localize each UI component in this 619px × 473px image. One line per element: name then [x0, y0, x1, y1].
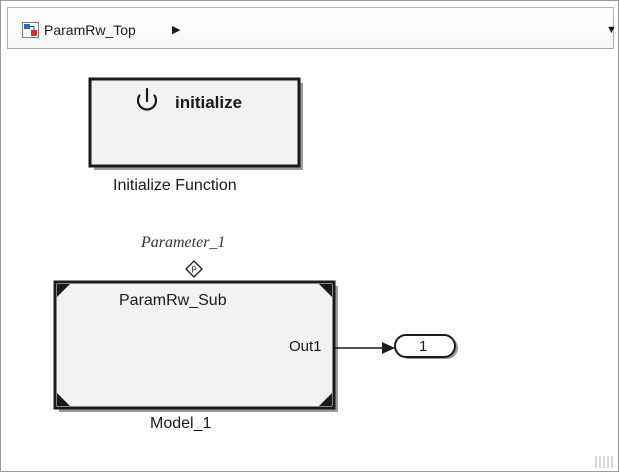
signal-line[interactable] — [335, 342, 395, 354]
model-block-caption[interactable]: Model_1 — [150, 415, 212, 432]
parameter-port[interactable]: P — [185, 260, 203, 278]
referenced-model-name: ParamRw_Sub — [119, 292, 227, 309]
corner-marker-bottom-right — [319, 393, 332, 406]
caret-down-icon[interactable]: ▼ — [606, 24, 617, 36]
corner-marker-top-left — [57, 284, 70, 297]
arrowhead-icon — [382, 342, 395, 354]
power-icon — [136, 87, 158, 111]
model-icon[interactable] — [22, 22, 39, 38]
parameter-label: Parameter_1 — [141, 234, 226, 251]
corner-marker-bottom-left — [57, 393, 70, 406]
model-reference-block[interactable] — [53, 280, 338, 412]
chevron-right-icon[interactable]: ▶ — [172, 24, 181, 36]
breadcrumb-model-name[interactable]: ParamRw_Top — [44, 22, 136, 38]
out-port-label: Out1 — [289, 338, 322, 355]
resize-grip[interactable] — [595, 456, 613, 468]
initialize-label: initialize — [175, 93, 243, 112]
model-address-bar[interactable]: ParamRw_Top ▶ ▼ — [7, 7, 617, 49]
outport-block[interactable] — [394, 334, 458, 359]
outport-number: 1 — [419, 338, 428, 355]
corner-marker-top-right — [319, 284, 332, 297]
initialize-function-block[interactable] — [88, 77, 303, 170]
initialize-function-caption[interactable]: Initialize Function — [113, 177, 237, 194]
parameter-port-glyph: P — [191, 266, 196, 275]
